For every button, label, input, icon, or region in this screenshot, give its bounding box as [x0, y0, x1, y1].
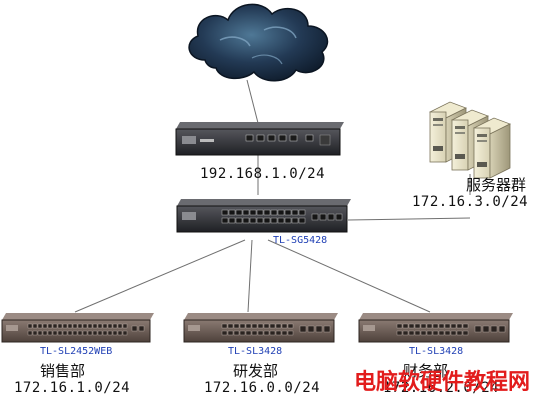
cloud-icon: [188, 3, 329, 82]
connection-lines: [74, 79, 471, 313]
finance-switch-model-label: TL-SL3428: [409, 346, 464, 357]
rd-switch-model-label: TL-SL3428: [228, 346, 283, 357]
switch-icon: [358, 313, 513, 343]
server-subnet-label: 172.16.3.0/24: [412, 194, 529, 210]
router-icon: [175, 122, 344, 156]
finance-subnet-label: 172.16.2.0/24: [383, 380, 500, 396]
link-switch-rd: [247, 239, 253, 313]
watermark-text: 电脑软硬件教程网: [354, 370, 531, 395]
rd-subnet-label: 172.16.0.0/24: [204, 380, 321, 396]
router-subnet-label: 192.168.1.0/24: [200, 166, 326, 182]
sales-switch-model-label: TL-SL2452WEB: [40, 346, 113, 357]
link-switch-finance: [267, 239, 431, 313]
rd-department-label: 研发部: [233, 362, 279, 380]
sales-department-label: 销售部: [40, 362, 86, 380]
switch-icon: [176, 199, 351, 233]
server-group-label: 服务器群: [466, 176, 527, 194]
switch-icon: [183, 313, 338, 343]
link-switch-servers: [347, 217, 471, 221]
server-icon: [429, 101, 511, 179]
finance-department-label: 财务部: [403, 362, 449, 380]
link-cloud-router: [246, 79, 259, 124]
core-switch-model-label: TL-SG5428: [273, 235, 328, 246]
link-switch-sales: [74, 239, 246, 313]
switch-icon: [1, 313, 154, 343]
sales-subnet-label: 172.16.1.0/24: [14, 380, 131, 396]
